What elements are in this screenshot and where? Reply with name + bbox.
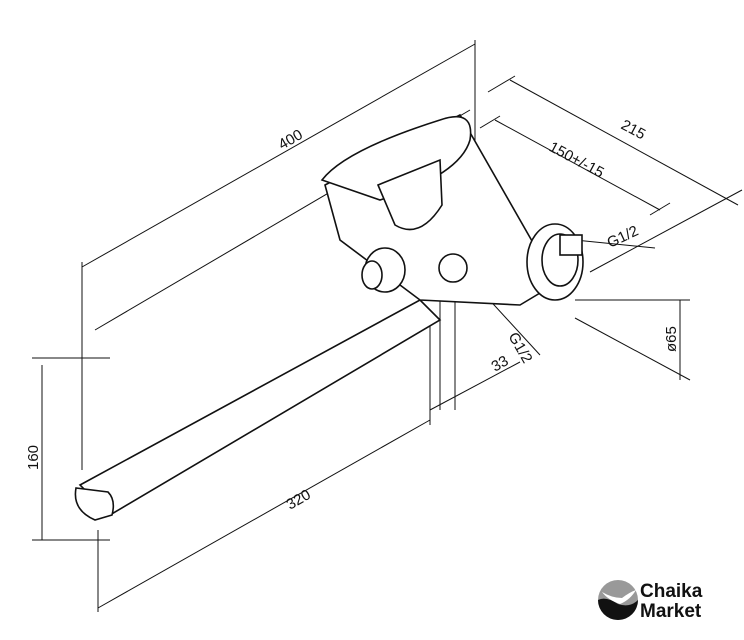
label-wall-projection: 215 (618, 117, 648, 144)
logo-line-1: Chaika (640, 581, 703, 602)
faucet-body (74, 113, 584, 521)
label-outlet-thread: G1/2 (505, 330, 536, 367)
logo-line-2: Market (640, 601, 702, 622)
label-spout-height: 160 (25, 445, 42, 470)
label-spout-length: 320 (284, 486, 314, 513)
label-flange-diameter: ø65 (663, 326, 680, 352)
chaika-market-logo-icon (598, 580, 638, 620)
label-center-distance: 150+/-15 (546, 139, 607, 182)
dimension-lines (32, 40, 743, 612)
label-overall-length: 400 (276, 126, 306, 153)
label-offset: 33 (489, 352, 512, 375)
logo-text: Chaika Market (640, 582, 702, 622)
